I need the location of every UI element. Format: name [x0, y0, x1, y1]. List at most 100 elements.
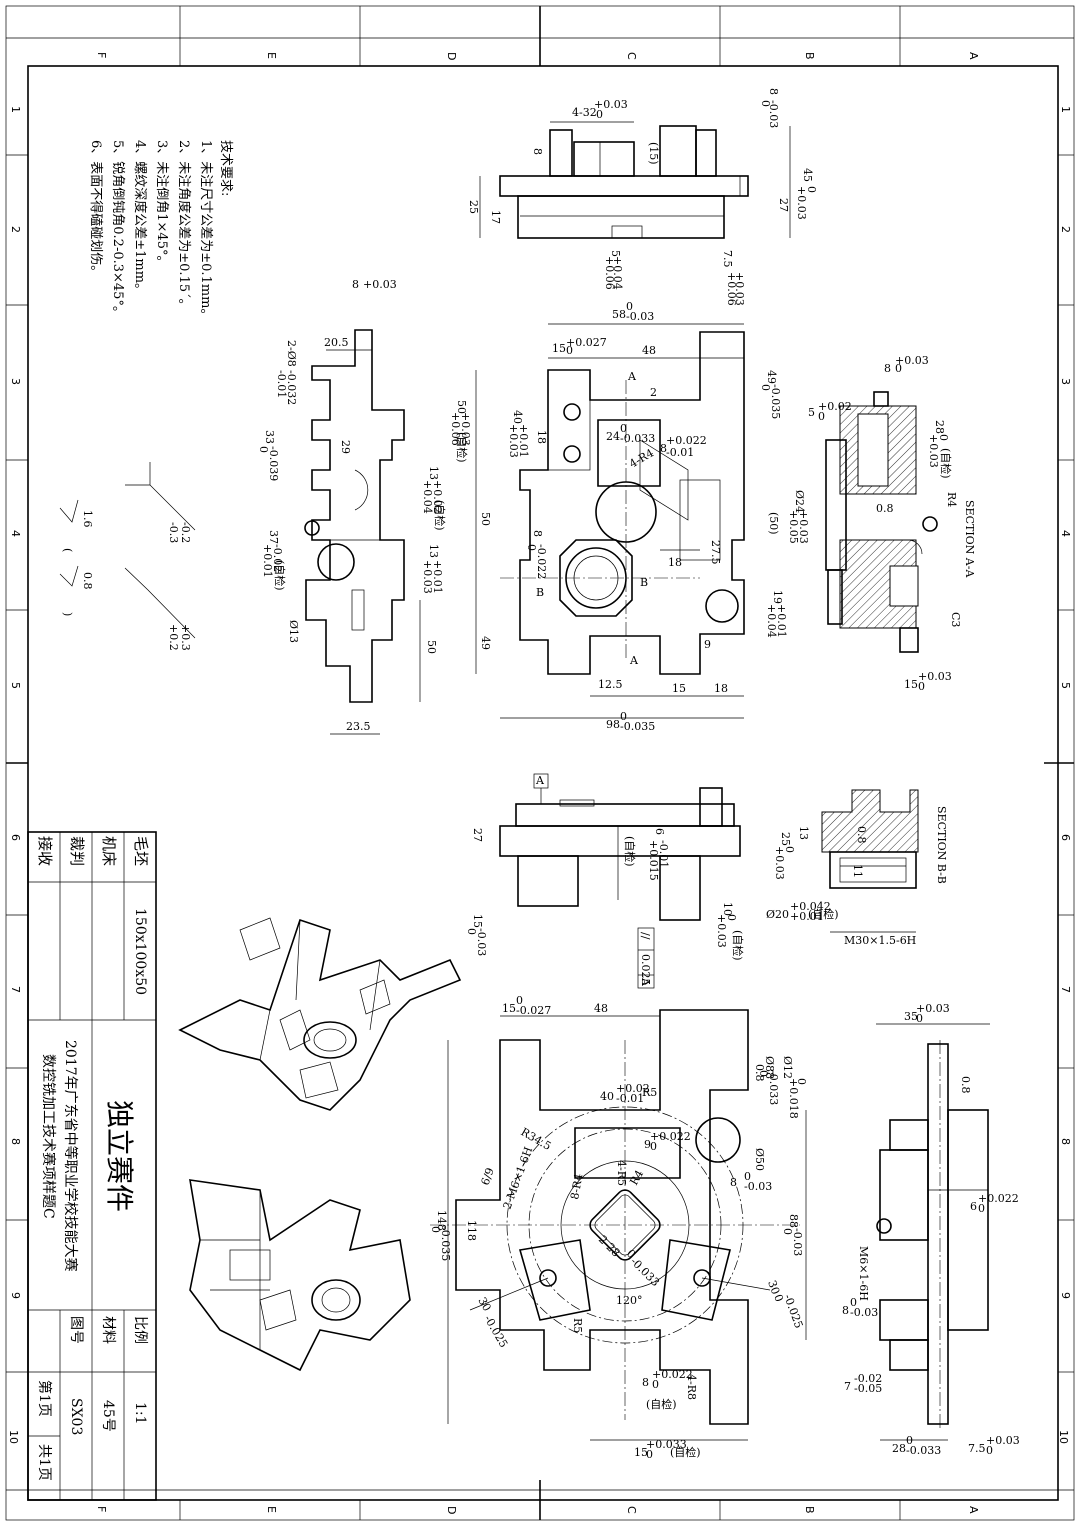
blank-label: 毛坯 [132, 836, 150, 866]
svg-text:Ø20: Ø20 [766, 908, 789, 921]
svg-text:+0.05: +0.05 [787, 510, 800, 544]
svg-text:25: 25 [467, 200, 480, 214]
svg-text:0: 0 [781, 1228, 794, 1235]
svg-text:-0.03: -0.03 [744, 1180, 772, 1193]
svg-text:24: 24 [606, 430, 620, 443]
svg-text:8: 8 [730, 1176, 737, 1189]
svg-text:-0.033: -0.033 [767, 1070, 780, 1105]
svg-text:-0.05: -0.05 [854, 1382, 882, 1395]
svg-text:+0.03: +0.03 [421, 560, 434, 594]
svg-text:+0.018: +0.018 [787, 1078, 800, 1119]
zone-letter: C [625, 52, 638, 60]
svg-text:25: 25 [779, 832, 792, 846]
svg-text:0: 0 [771, 1293, 786, 1304]
tech-req-title: 技术要求: [218, 140, 233, 196]
svg-text:0: 0 [257, 446, 270, 453]
svg-text:-0.039: -0.039 [267, 446, 280, 481]
blank-value: 150x100x50 [132, 908, 148, 995]
svg-text:45: 45 [801, 168, 814, 182]
svg-text:-0.01: -0.01 [666, 446, 694, 459]
zone-number: 3 [9, 378, 22, 385]
svg-text:98: 98 [606, 718, 620, 731]
zone-letter: B [803, 1506, 816, 1514]
svg-text:+0.06: +0.06 [725, 272, 738, 306]
tech-req-item: 3、未注倒角1×45°。 [154, 140, 169, 268]
svg-text:-0.022: -0.022 [535, 544, 548, 579]
svg-text:+0.03: +0.03 [916, 1002, 950, 1015]
top-view-dims: 4-32 +0.03 0 8 0 -0.03 (15) 8 45 +0.03 0… [467, 88, 818, 306]
svg-text:5: 5 [808, 406, 815, 419]
svg-text:R5: R5 [571, 1318, 584, 1333]
svg-text:(自检): (自检) [455, 432, 469, 463]
svg-text:-0.033: -0.033 [906, 1444, 941, 1457]
zone-letters-top: F E D C B A [95, 52, 980, 60]
svg-text:15: 15 [502, 1002, 516, 1015]
zone-number: 2 [9, 226, 22, 233]
zone-letter: A [967, 52, 980, 60]
svg-text:35: 35 [904, 1010, 918, 1023]
svg-text:+0.01: +0.01 [775, 604, 788, 638]
svg-text:(: ( [61, 548, 74, 552]
svg-text:-0.027: -0.027 [516, 1004, 551, 1017]
tech-req-item: 6、表面不得磕碰划伤。 [88, 140, 104, 278]
left-view-dims: 8 +0.03 20.5 2-Ø8 -0.01 -0.032 33 0 -0.0… [257, 278, 447, 735]
isometric-view-top [178, 917, 462, 1111]
svg-text:0: 0 [895, 362, 902, 375]
svg-text:48: 48 [642, 344, 656, 357]
zone-number: 7 [1059, 986, 1072, 993]
svg-text:-0.01: -0.01 [275, 370, 288, 398]
svg-text:M6×1-6H: M6×1-6H [857, 1246, 870, 1301]
svg-text:+0.02: +0.02 [616, 1082, 650, 1095]
svg-text:+0.03: +0.03 [363, 278, 397, 291]
svg-text:-0.03: -0.03 [626, 310, 654, 323]
zone-number: 9 [9, 1292, 22, 1299]
tolerance-value: +0.3 [179, 624, 192, 651]
zone-number: 10 [1057, 1430, 1070, 1444]
zone-number: 8 [1059, 1138, 1072, 1145]
zone-numbers-left: 1 2 3 4 5 6 7 8 9 10 [7, 106, 22, 1444]
svg-text:0: 0 [986, 1444, 993, 1457]
svg-text:0: 0 [465, 928, 478, 935]
judge-label: 裁判 [68, 836, 86, 866]
svg-text:SECTION A-A: SECTION A-A [963, 500, 976, 578]
svg-text:0: 0 [525, 544, 538, 551]
svg-text:+0.03: +0.03 [986, 1434, 1020, 1447]
svg-text:15: 15 [634, 1446, 648, 1459]
svg-text:9: 9 [644, 1138, 651, 1151]
svg-text:+0.04: +0.04 [611, 256, 624, 290]
part-title: 独立赛件 [103, 1100, 136, 1212]
svg-text:6: 6 [653, 828, 666, 835]
tolerance-value: -0.2 [179, 522, 192, 543]
svg-text:0: 0 [516, 994, 523, 1007]
svg-text:50: 50 [425, 640, 438, 654]
svg-text:-0.033: -0.033 [628, 1255, 662, 1289]
zone-number: 8 [9, 1138, 22, 1145]
tolerance-value: +0.2 [167, 624, 180, 651]
svg-text:7.5: 7.5 [968, 1442, 986, 1455]
svg-text:A: A [535, 774, 545, 787]
svg-text:-0.035: -0.035 [620, 720, 655, 733]
svg-text:+0.04: +0.04 [421, 480, 434, 514]
svg-text:+0.03: +0.03 [895, 354, 929, 367]
svg-text:8: 8 [531, 148, 544, 155]
svg-text:18: 18 [535, 430, 548, 444]
drawing-no-value: SX03 [68, 1398, 84, 1435]
roughness-value: 0.8 [81, 572, 94, 590]
svg-text:-0.01: -0.01 [657, 840, 670, 868]
isometric-view-bottom [189, 1179, 411, 1372]
material-value: 45号 [100, 1400, 116, 1432]
svg-text:8: 8 [352, 278, 359, 291]
svg-text:-0.02: -0.02 [854, 1372, 882, 1385]
svg-text:-0.02: -0.02 [271, 544, 284, 572]
svg-text:0: 0 [906, 1434, 913, 1447]
svg-text:0: 0 [744, 1170, 751, 1183]
drawing-no-label: 图号 [68, 1316, 84, 1344]
svg-text:(自检): (自检) [939, 448, 953, 479]
zone-letter: B [803, 52, 816, 60]
svg-text:18: 18 [668, 556, 682, 569]
zone-letter: F [95, 1506, 108, 1512]
tech-req-item: 1、未注尺寸公差为±0.1mm。 [198, 140, 213, 322]
svg-text:-0.033: -0.033 [620, 432, 655, 445]
svg-text:-0.03: -0.03 [475, 928, 488, 956]
